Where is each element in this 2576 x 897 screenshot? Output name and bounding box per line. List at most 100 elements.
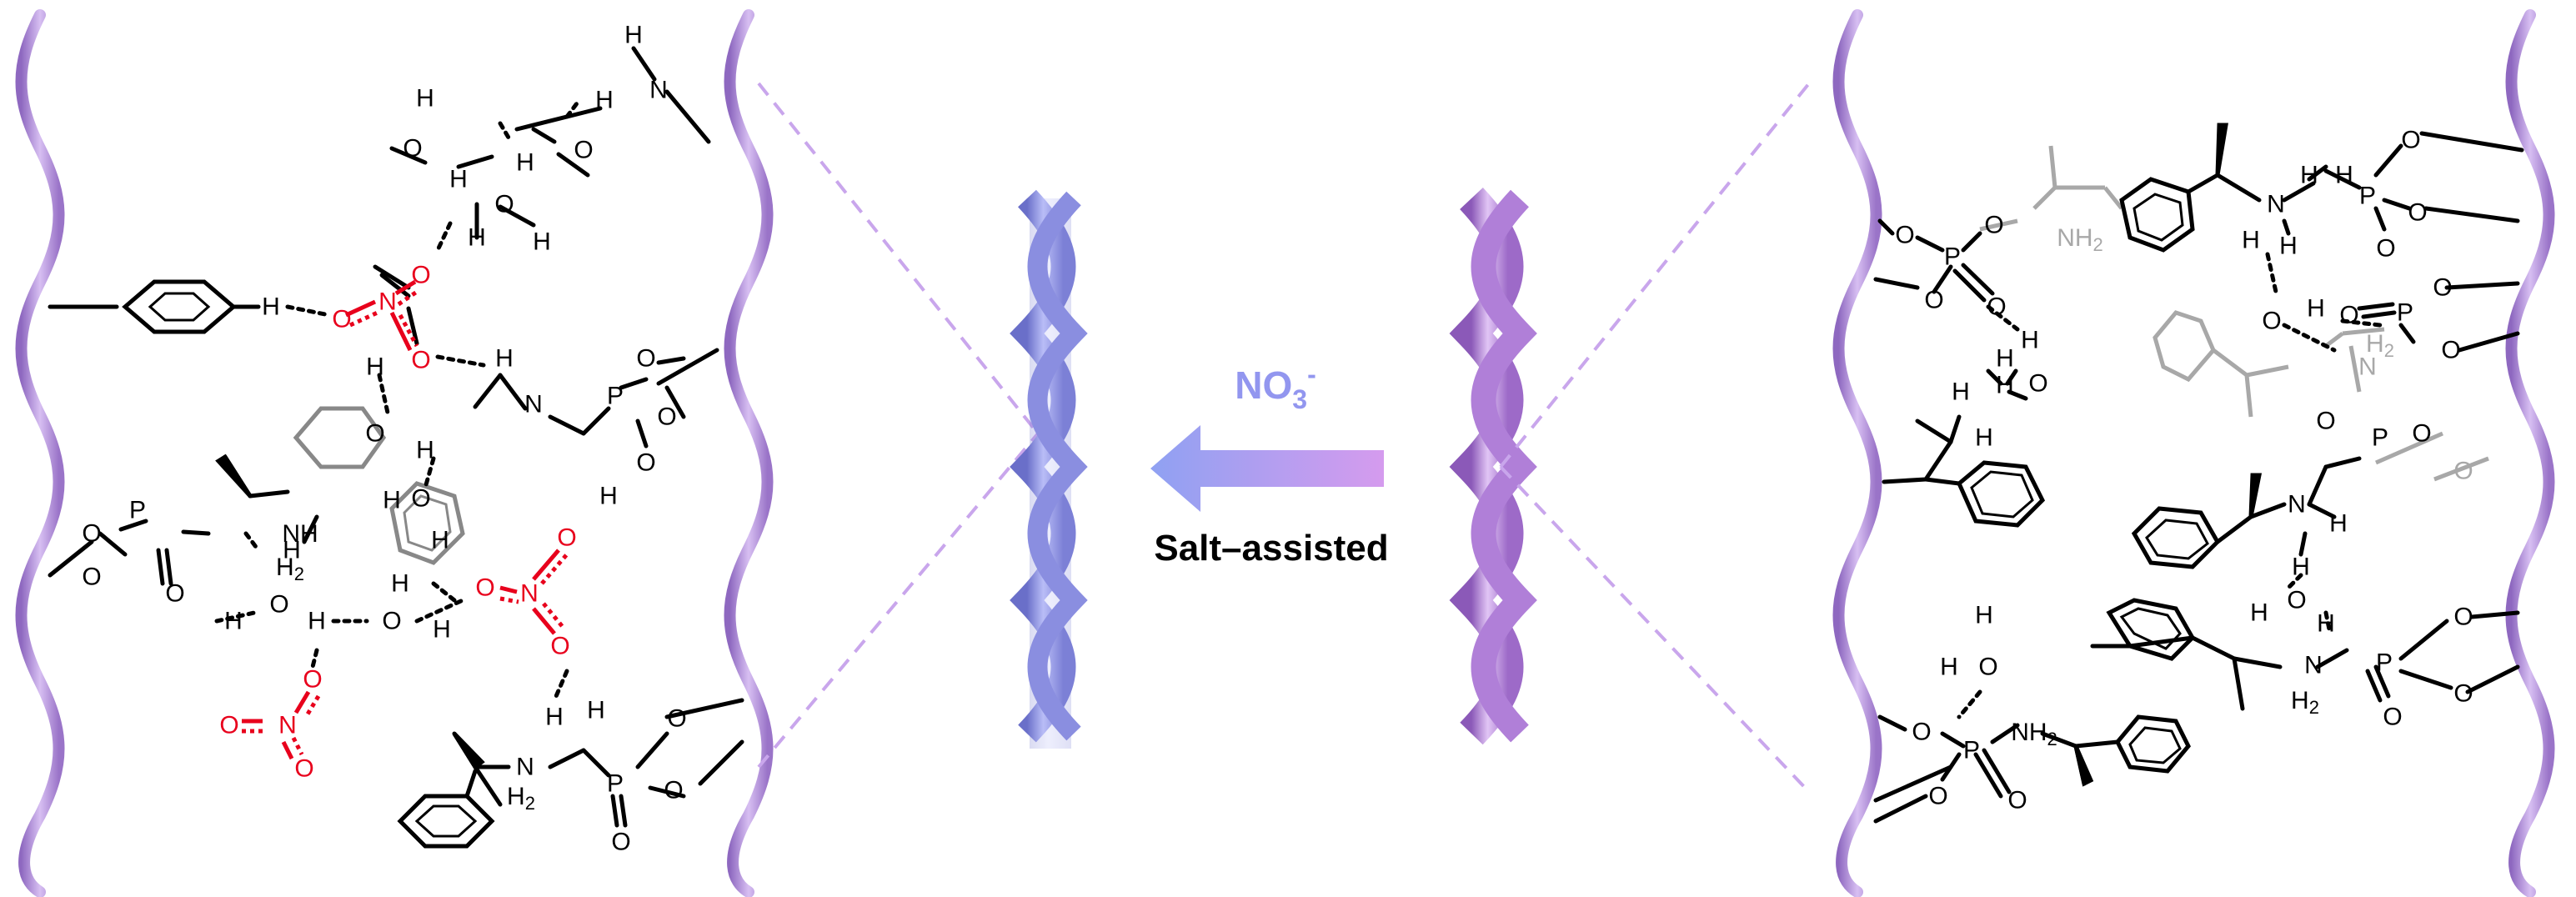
transition-arrow	[1150, 425, 1384, 512]
atom-n: N	[649, 77, 668, 104]
atom-h: H	[1975, 602, 1993, 629]
atom-o: O	[82, 564, 101, 591]
atom-o: O	[2316, 408, 2335, 435]
atom-o: O	[664, 777, 683, 804]
left-zoom-guides	[757, 82, 1040, 769]
atom-p: P	[2372, 424, 2388, 452]
atom-n: N	[2267, 191, 2285, 218]
amine-h2: H2	[276, 554, 304, 584]
salt-assisted-label: Salt–assisted	[1154, 528, 1388, 569]
atom-o: O	[1984, 212, 2003, 239]
atom-h: H	[1996, 345, 2014, 373]
atom-h: H	[2242, 227, 2260, 254]
nitrate-n: N	[378, 288, 397, 316]
nitrate-o: O	[475, 574, 494, 602]
atom-h: H	[1975, 424, 1993, 452]
atom-o: O	[2383, 704, 2402, 731]
atom-n: N	[524, 391, 543, 418]
amine-n: NH	[282, 520, 318, 548]
atom-o: O	[667, 705, 686, 733]
atom-o: O	[82, 520, 101, 548]
atom-p: P	[1963, 737, 1980, 764]
atom-o: O	[1987, 293, 2006, 321]
atom-n: N	[516, 754, 534, 781]
atom-h: H	[449, 166, 468, 193]
atom-h: H	[383, 487, 401, 514]
right-panel-faded-atoms: NH2 N H2 O	[2057, 224, 2473, 485]
atom-p: P	[2397, 299, 2413, 327]
atom-p: P	[2359, 183, 2376, 210]
amine-n: N	[2358, 353, 2377, 381]
atom-h: H	[516, 149, 534, 177]
atom-o: O	[2433, 274, 2452, 302]
left-helix	[1010, 189, 1088, 749]
atom-h: H	[495, 345, 514, 373]
atom-h: H	[416, 437, 434, 464]
atom-o: O	[574, 137, 593, 164]
atom-h: H	[2250, 599, 2268, 627]
amine-nh2: NH2	[2057, 224, 2103, 255]
right-panel-hbonds	[1957, 252, 2383, 719]
atom-h: H	[1996, 372, 2014, 399]
atom-h: H	[431, 527, 449, 554]
right-panel: NH2 N H2 O	[1832, 9, 2555, 897]
atom-o: O	[2408, 199, 2427, 227]
atom-o: O	[2028, 370, 2047, 398]
atom-o: O	[2287, 587, 2306, 614]
left-panel-nitrate-bonds	[242, 279, 569, 760]
left-panel-bonds	[48, 46, 744, 849]
nitrate-o: O	[219, 712, 238, 739]
atom-o: O	[2007, 787, 2027, 814]
atom-o: O	[365, 420, 384, 448]
amine-h2: H2	[507, 783, 535, 814]
atom-h: H	[433, 616, 451, 644]
atom-o: O	[165, 580, 184, 608]
atom-o: O	[403, 135, 422, 163]
atom-h: H	[391, 570, 409, 598]
atom-o: O	[2412, 420, 2431, 448]
right-zoom-guides	[1499, 82, 1811, 794]
atom-h: H	[1952, 378, 1970, 406]
right-helix	[1449, 188, 1537, 745]
atom-h: H	[262, 293, 280, 321]
nitrate-o: O	[411, 262, 430, 289]
amine-h2: H2	[2291, 687, 2319, 718]
atom-h: H	[599, 483, 618, 510]
atom-h: H	[2300, 162, 2318, 189]
atom-o: O	[2376, 235, 2395, 263]
left-panel-grey-rings	[293, 406, 465, 565]
atom-h: H	[1940, 654, 1958, 681]
atom-h: H	[224, 608, 243, 635]
atom-o: O	[382, 608, 401, 635]
amine-h2: H2	[2366, 330, 2394, 361]
nitrate-o: O	[294, 755, 313, 783]
atom-n: N	[2288, 491, 2306, 519]
left-panel: H N H O H H O H O H H H O N O O H H N P …	[15, 9, 774, 897]
left-panel-hbonds	[214, 98, 582, 703]
amine-nh2: NH2	[2011, 719, 2057, 749]
atom-h: H	[468, 224, 486, 252]
atom-h: H	[624, 22, 643, 49]
nitrate-o: O	[550, 633, 569, 660]
atom-h: H	[2279, 233, 2298, 260]
atom-o: O	[411, 485, 430, 513]
atom-h: H	[533, 228, 551, 256]
nitrate-o: O	[557, 524, 576, 552]
nitrate-o: O	[303, 666, 322, 694]
right-panel-faded-molecule	[1979, 145, 2489, 482]
atom-p: P	[1944, 243, 1961, 271]
nitrate-o: O	[411, 347, 430, 374]
right-panel-bonds	[1873, 123, 2524, 824]
atom-o: O	[1924, 287, 1943, 314]
atom-h: H	[2021, 327, 2039, 354]
atom-o: O	[2453, 458, 2473, 485]
atom-o: O	[2262, 308, 2281, 335]
atom-p: P	[2376, 649, 2393, 677]
atom-p: P	[607, 770, 624, 798]
atom-o: O	[2339, 302, 2358, 329]
atom-h: H	[2317, 610, 2335, 638]
atom-o: O	[269, 591, 288, 619]
atom-h: H	[2292, 554, 2310, 581]
atom-o: O	[1895, 222, 1914, 249]
